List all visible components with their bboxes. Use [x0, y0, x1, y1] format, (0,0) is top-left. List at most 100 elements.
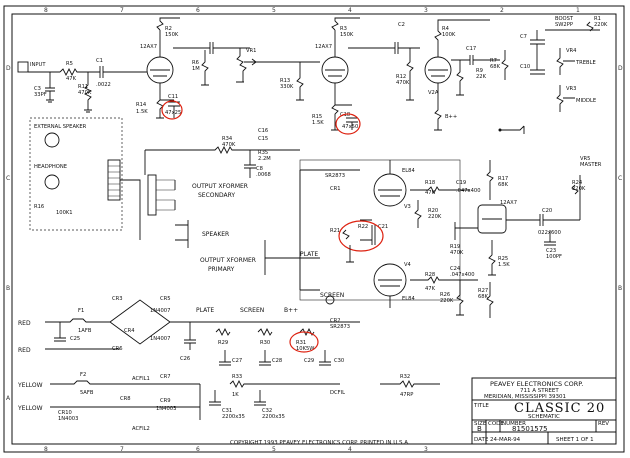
- r14-value: 1.5K: [136, 109, 148, 115]
- r19-ref: R19: [450, 244, 460, 250]
- c20-ref: C20: [542, 208, 552, 214]
- v1-coupling: R6 1M VR1: [173, 42, 320, 86]
- v4-label: V4: [404, 262, 412, 268]
- acfil2-label: ACFIL2: [132, 426, 150, 432]
- r11-value: 470K: [78, 90, 92, 96]
- zone-8-bottom: 8: [44, 446, 48, 453]
- cr8-ref: CR8: [120, 396, 131, 402]
- r27-ref: R27: [478, 288, 488, 294]
- r12-value: 470K: [396, 80, 410, 86]
- r32-ref: R32: [400, 374, 410, 380]
- r3-value: 150K: [340, 32, 354, 38]
- c1-value: .0022: [96, 82, 111, 88]
- r3-ref: R3: [340, 26, 347, 32]
- r9-value: 22K: [476, 74, 487, 80]
- f2-value: 5AFB: [80, 390, 94, 396]
- zone-7: 7: [120, 7, 124, 14]
- code-label: CODE: [488, 421, 504, 427]
- zone-D-right: D: [618, 65, 623, 72]
- vr4-ref: VR4: [566, 48, 577, 54]
- r14-ref: R14: [136, 102, 147, 108]
- schematic-subtitle: SCHEMATIC: [528, 414, 560, 420]
- r29-ref: R29: [218, 340, 228, 346]
- headphone-label: HEADPHONE: [34, 164, 67, 170]
- c18-ref: C18: [340, 112, 350, 118]
- size-value: B: [477, 425, 482, 433]
- zone-7-bottom: 7: [120, 446, 124, 453]
- treble-label: TREBLE: [575, 60, 596, 66]
- r30-ref: R30: [260, 340, 270, 346]
- c19-value: .047x400: [456, 188, 481, 194]
- rev-label: REV: [598, 421, 609, 427]
- highlight-c11: [161, 100, 183, 120]
- r5-ref: R5: [66, 61, 73, 67]
- c31-value: 2200x35: [222, 414, 245, 420]
- cr7-ref: CR7: [160, 374, 171, 380]
- drawing-number: 81501575: [512, 425, 548, 433]
- r24-ref: R24: [572, 180, 583, 186]
- d4003-1: 1N4003: [58, 416, 78, 422]
- phase-inverter: R18 47K R20 220K C19 .047x400 R17 68K 12…: [410, 156, 602, 318]
- v2-ref: V2A: [428, 90, 439, 96]
- tube-v2a: 12AX7 R3 150K R13 330K R15 1.5K C18 47x5…: [280, 17, 361, 135]
- f1-value: 1AFB: [78, 328, 92, 334]
- f2-ref: F2: [80, 372, 86, 378]
- middle-label: MIDDLE: [576, 98, 596, 104]
- secondary-label: SECONDARY: [198, 192, 235, 199]
- c24-value: .047x400: [450, 272, 475, 278]
- c26-ref: C26: [180, 356, 190, 362]
- size-label: SIZE: [474, 421, 487, 427]
- power-stage: CR1 SR2873 EL84 V3 EL84 V4 R21 R22 C21 C…: [299, 159, 461, 330]
- drawing-border: [3, 5, 625, 453]
- zone-C-right: C: [618, 175, 622, 182]
- r7-ref: R7: [490, 58, 497, 64]
- output-primary: OUTPUT XFORMER PRIMARY PLATE SCREEN: [200, 240, 344, 299]
- r35-ref: R35: [258, 150, 268, 156]
- input-jack: [17, 61, 29, 73]
- title-field-label: TITLE: [473, 403, 489, 409]
- zone-3-bottom: 3: [424, 446, 428, 453]
- date-value: 24-MAR-94: [490, 437, 521, 443]
- company-name: PEAVEY ELECTRONICS CORP.: [490, 380, 583, 388]
- external-speaker-label: EXTERNAL SPEAKER: [34, 124, 87, 130]
- c32-ref: C32: [262, 408, 272, 414]
- r17-ref: R17: [498, 176, 508, 182]
- zone-A: A: [6, 395, 11, 402]
- diode-type-2: 1N4007: [150, 336, 170, 342]
- yellow-wire-2: YELLOW: [17, 405, 43, 412]
- c18-value: 47x50: [342, 124, 358, 130]
- r18-ref: R18: [425, 180, 435, 186]
- r35-value: 2.2M: [258, 156, 271, 162]
- input-stage: INPUT R5 47K C1 .0022 C3 33PF R11 470K: [17, 58, 150, 113]
- r20-value: 220K: [428, 214, 442, 220]
- cr9-ref: CR9: [160, 398, 171, 404]
- r22-ref: R22: [358, 224, 368, 230]
- c11-value: 47x25: [165, 110, 181, 116]
- el84b-label: EL84: [402, 296, 415, 302]
- power-supply: RED RED F1 1AFB C25 CR3 CR4 CR6 CR5 1N40…: [17, 296, 440, 432]
- cr2-ref: CR2: [330, 318, 341, 324]
- r31-ref: R31: [296, 340, 306, 346]
- r33-ref: R33: [232, 374, 242, 380]
- zone-labels-top: 8 7 6 5 4 3 2 1 8 7 6 5 4 3: [44, 7, 580, 453]
- bplus-supply-label: B++: [284, 307, 298, 314]
- c32-value: 2200x35: [262, 414, 285, 420]
- c25-ref: C25: [70, 336, 80, 342]
- c3-value: 33PF: [34, 92, 47, 98]
- screen-label: SCREEN: [320, 292, 344, 299]
- cr4-ref: CR4: [124, 328, 135, 334]
- zone-D: D: [6, 65, 11, 72]
- r9-ref: R9: [476, 68, 483, 74]
- r2-value: 150K: [165, 32, 179, 38]
- c8-value: .0068: [256, 172, 271, 178]
- r25-value: 1.5K: [498, 262, 510, 268]
- r5-value: 47K: [66, 76, 77, 82]
- r1-ref: R1: [594, 16, 601, 22]
- v1-type: 12AX7: [140, 44, 157, 50]
- r20-ref: R20: [428, 208, 438, 214]
- company-address-1: 711 A STREET: [520, 388, 559, 394]
- c29-ref: C29: [304, 358, 314, 364]
- yellow-wire-1: YELLOW: [17, 382, 43, 389]
- zone-6: 6: [196, 7, 200, 14]
